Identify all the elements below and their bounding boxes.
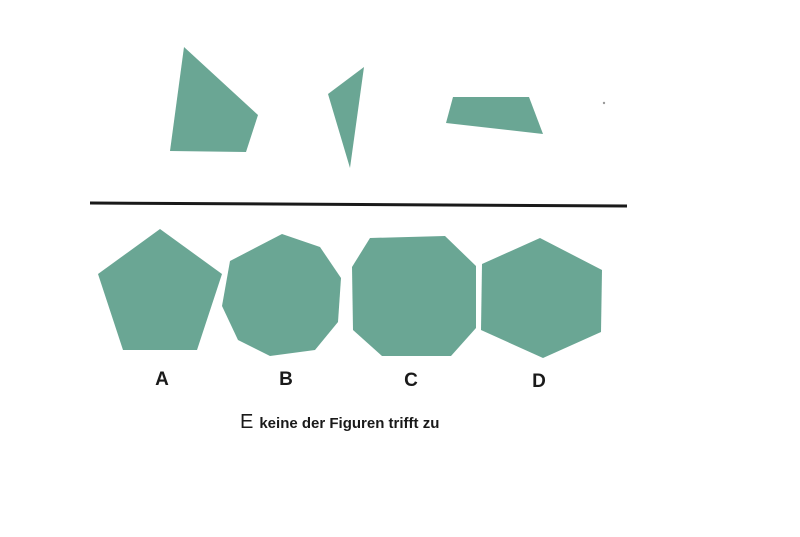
option-c-octagon [352,236,476,356]
divider-line [89,201,628,208]
option-b-label: B [279,369,293,390]
option-e-label: E [240,411,254,433]
quadrilateral-piece [170,47,258,152]
option-e-text: keine der Figuren trifft zu [259,415,440,432]
sliver-triangle-piece [328,67,364,168]
option-d-hexagon [481,238,602,358]
option-c-label: C [404,370,418,391]
option-a-pentagon [98,229,222,350]
option-d-label: D [532,371,546,392]
option-b-nonagon [222,234,341,356]
trapezoid-piece [446,97,543,134]
scan-speck [602,101,606,105]
option-a-label: A [155,369,169,390]
